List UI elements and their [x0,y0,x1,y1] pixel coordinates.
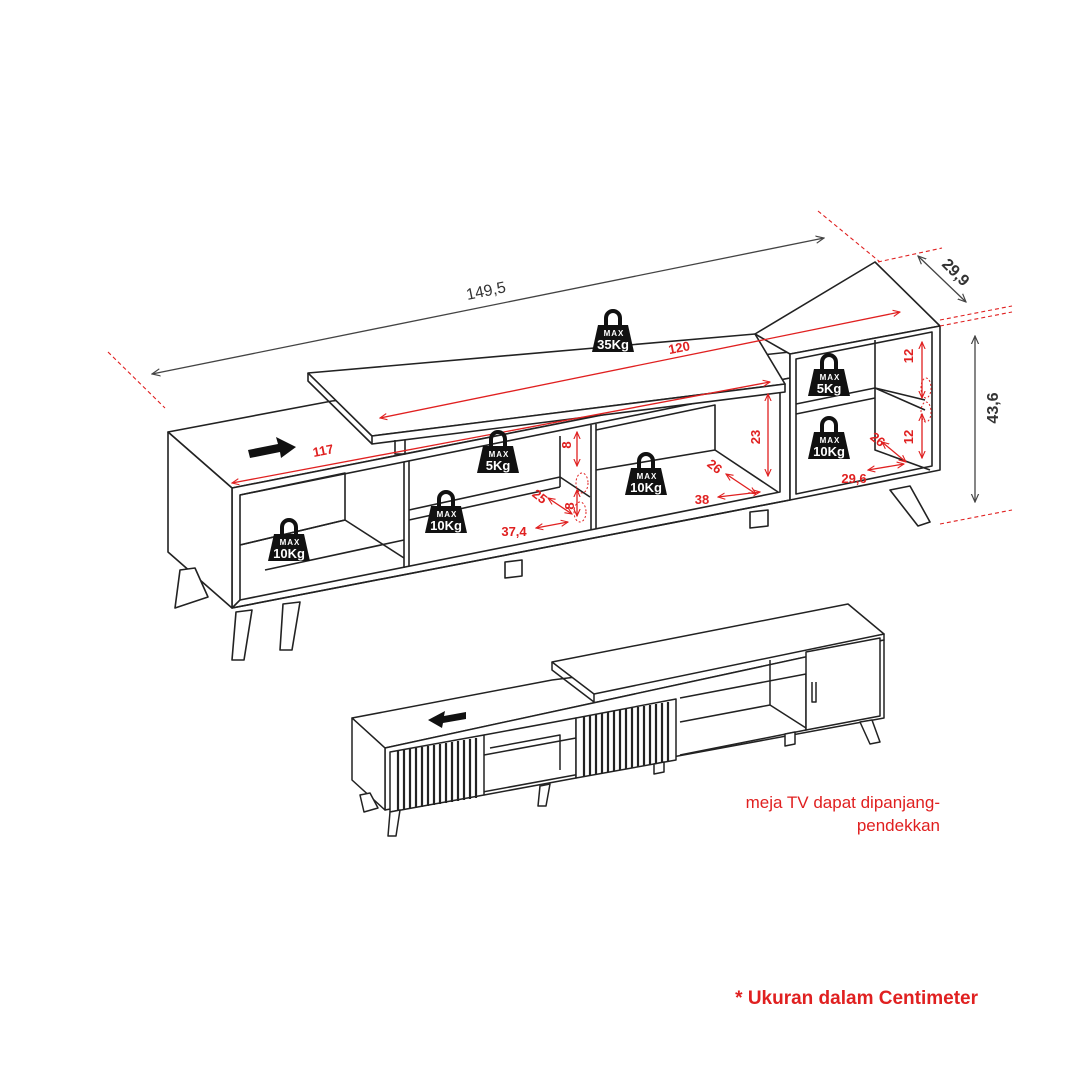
slatted-door-texture [396,702,670,811]
dim-top-width: 120 [667,338,691,357]
svg-text:10Kg: 10Kg [273,546,305,561]
svg-text:10Kg: 10Kg [630,480,662,495]
dim-left-width: 37,4 [501,524,527,539]
dim-depth: 29,9 [938,256,972,290]
dim-right-lower-height: 12 [901,430,916,444]
overall-dimension-lines [152,238,975,502]
weight-icon-right-lower: MAX 10Kg [806,416,852,461]
hinge-markers [573,377,932,523]
dim-center-height: 23 [748,430,763,444]
dim-right-upper-height: 12 [901,349,916,363]
weight-icon-left: MAX 10Kg [266,518,312,563]
weight-icon-mid-lower: MAX 10Kg [423,490,469,535]
svg-text:MAX: MAX [280,538,301,547]
svg-text:MAX: MAX [489,450,510,459]
svg-text:10Kg: 10Kg [813,444,845,459]
dim-total-length: 149,5 [465,279,508,304]
caption-units: * Ukuran dalam Centimeter [735,988,978,1009]
svg-text:MAX: MAX [637,472,658,481]
dim-lower-width: 117 [311,441,334,460]
caption-extend-line1: meja TV dapat dipanjang- [746,793,940,812]
slide-direction-arrow-icon-alt [428,711,466,728]
weight-icon-right-upper: MAX 5Kg [806,353,852,398]
weight-icon-top: MAX 35Kg [590,309,636,354]
svg-text:10Kg: 10Kg [430,518,462,533]
extension-lines [107,210,1013,525]
svg-text:5Kg: 5Kg [486,458,511,473]
dim-height: 43,6 [985,392,1002,423]
svg-text:5Kg: 5Kg [817,381,842,396]
svg-text:MAX: MAX [604,329,625,338]
main-cabinet [167,261,941,661]
svg-text:MAX: MAX [820,436,841,445]
caption-extend-line2: pendekkan [857,816,940,835]
dim-right-width: 29,6 [841,471,866,486]
svg-text:MAX: MAX [437,510,458,519]
dim-center-width: 38 [695,492,709,507]
weight-icon-mid-upper: MAX 5Kg [475,430,521,475]
svg-text:35Kg: 35Kg [597,337,629,352]
dim-gap-lower: 8 [562,502,577,509]
dim-gap-upper: 8 [559,441,574,448]
weight-icon-center: MAX 10Kg [623,452,669,497]
svg-text:MAX: MAX [820,373,841,382]
